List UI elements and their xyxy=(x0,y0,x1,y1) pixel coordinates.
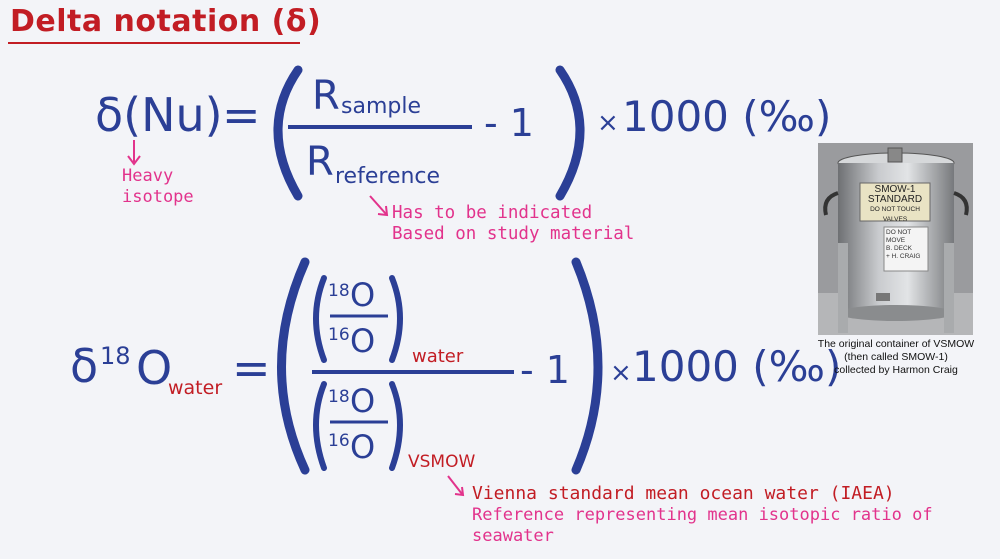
eq2-right-paren xyxy=(571,257,603,475)
eq2-den-bot-sup: 16 xyxy=(328,431,350,451)
eq1-equals: = xyxy=(222,88,261,142)
eq1-lhs: δ(Nu) xyxy=(95,88,223,142)
page-title: Delta notation (δ) xyxy=(10,4,322,39)
eq1-left-paren xyxy=(273,65,303,201)
heavy-isotope-note: Heavy isotope xyxy=(122,166,194,207)
eq1-den-R: R xyxy=(306,139,334,185)
eq2-num-top-sup: 18 xyxy=(328,281,350,301)
eq2-left-paren xyxy=(277,257,310,475)
eq2-num-bot-O: O xyxy=(350,322,375,360)
vsmow-note: Vienna standard mean ocean water (IAEA) … xyxy=(472,483,933,546)
eq2-lhs-sub: water xyxy=(168,377,222,399)
eq2-lhs-O: O xyxy=(136,341,172,395)
eq1-minus-one: - 1 xyxy=(484,101,534,145)
eq1-den-sub: reference xyxy=(335,164,440,189)
container-illustration xyxy=(818,143,973,335)
eq2-lhs-sup: 18 xyxy=(100,342,131,370)
eq1-num-sub: sample xyxy=(341,94,421,119)
photo-tag: DO NOT MOVE B. DECK + H. CRAIG xyxy=(886,229,921,260)
photo-caption: The original container of VSMOW (then ca… xyxy=(817,338,975,376)
eq2-num-sub: water xyxy=(412,346,464,367)
eq2-den-top-O: O xyxy=(350,382,375,420)
eq2-num-top-O: O xyxy=(350,276,375,314)
reference-note: Has to be indicated Based on study mater… xyxy=(392,203,635,244)
eq2-equals: = xyxy=(232,341,271,395)
eq2-factor: 1000 (‰) xyxy=(632,342,841,391)
photo-label: SMOW-1 STANDARD DO NOT TOUCH VALVES xyxy=(867,184,923,224)
reference-arrow xyxy=(369,195,387,215)
eq2-den-sub: VSMOW xyxy=(408,452,475,472)
vsmow-arrow xyxy=(447,475,463,495)
title-underline xyxy=(8,42,300,44)
eq1-num-R: R xyxy=(312,73,340,119)
eq1-right-paren xyxy=(555,65,585,201)
vsmow-container-photo: SMOW-1 STANDARD DO NOT TOUCH VALVES DO N… xyxy=(818,143,973,335)
eq2-den-top-sup: 18 xyxy=(328,387,350,407)
eq1-factor: 1000 (‰) xyxy=(622,92,831,141)
eq2-den-bot-O: O xyxy=(350,428,375,466)
eq2-times: × xyxy=(610,358,632,388)
eq2-num-bot-sup: 16 xyxy=(328,325,350,345)
eq2-minus-one: - 1 xyxy=(520,348,570,392)
eq2-delta: δ xyxy=(70,339,98,393)
eq1-times: × xyxy=(597,108,619,138)
